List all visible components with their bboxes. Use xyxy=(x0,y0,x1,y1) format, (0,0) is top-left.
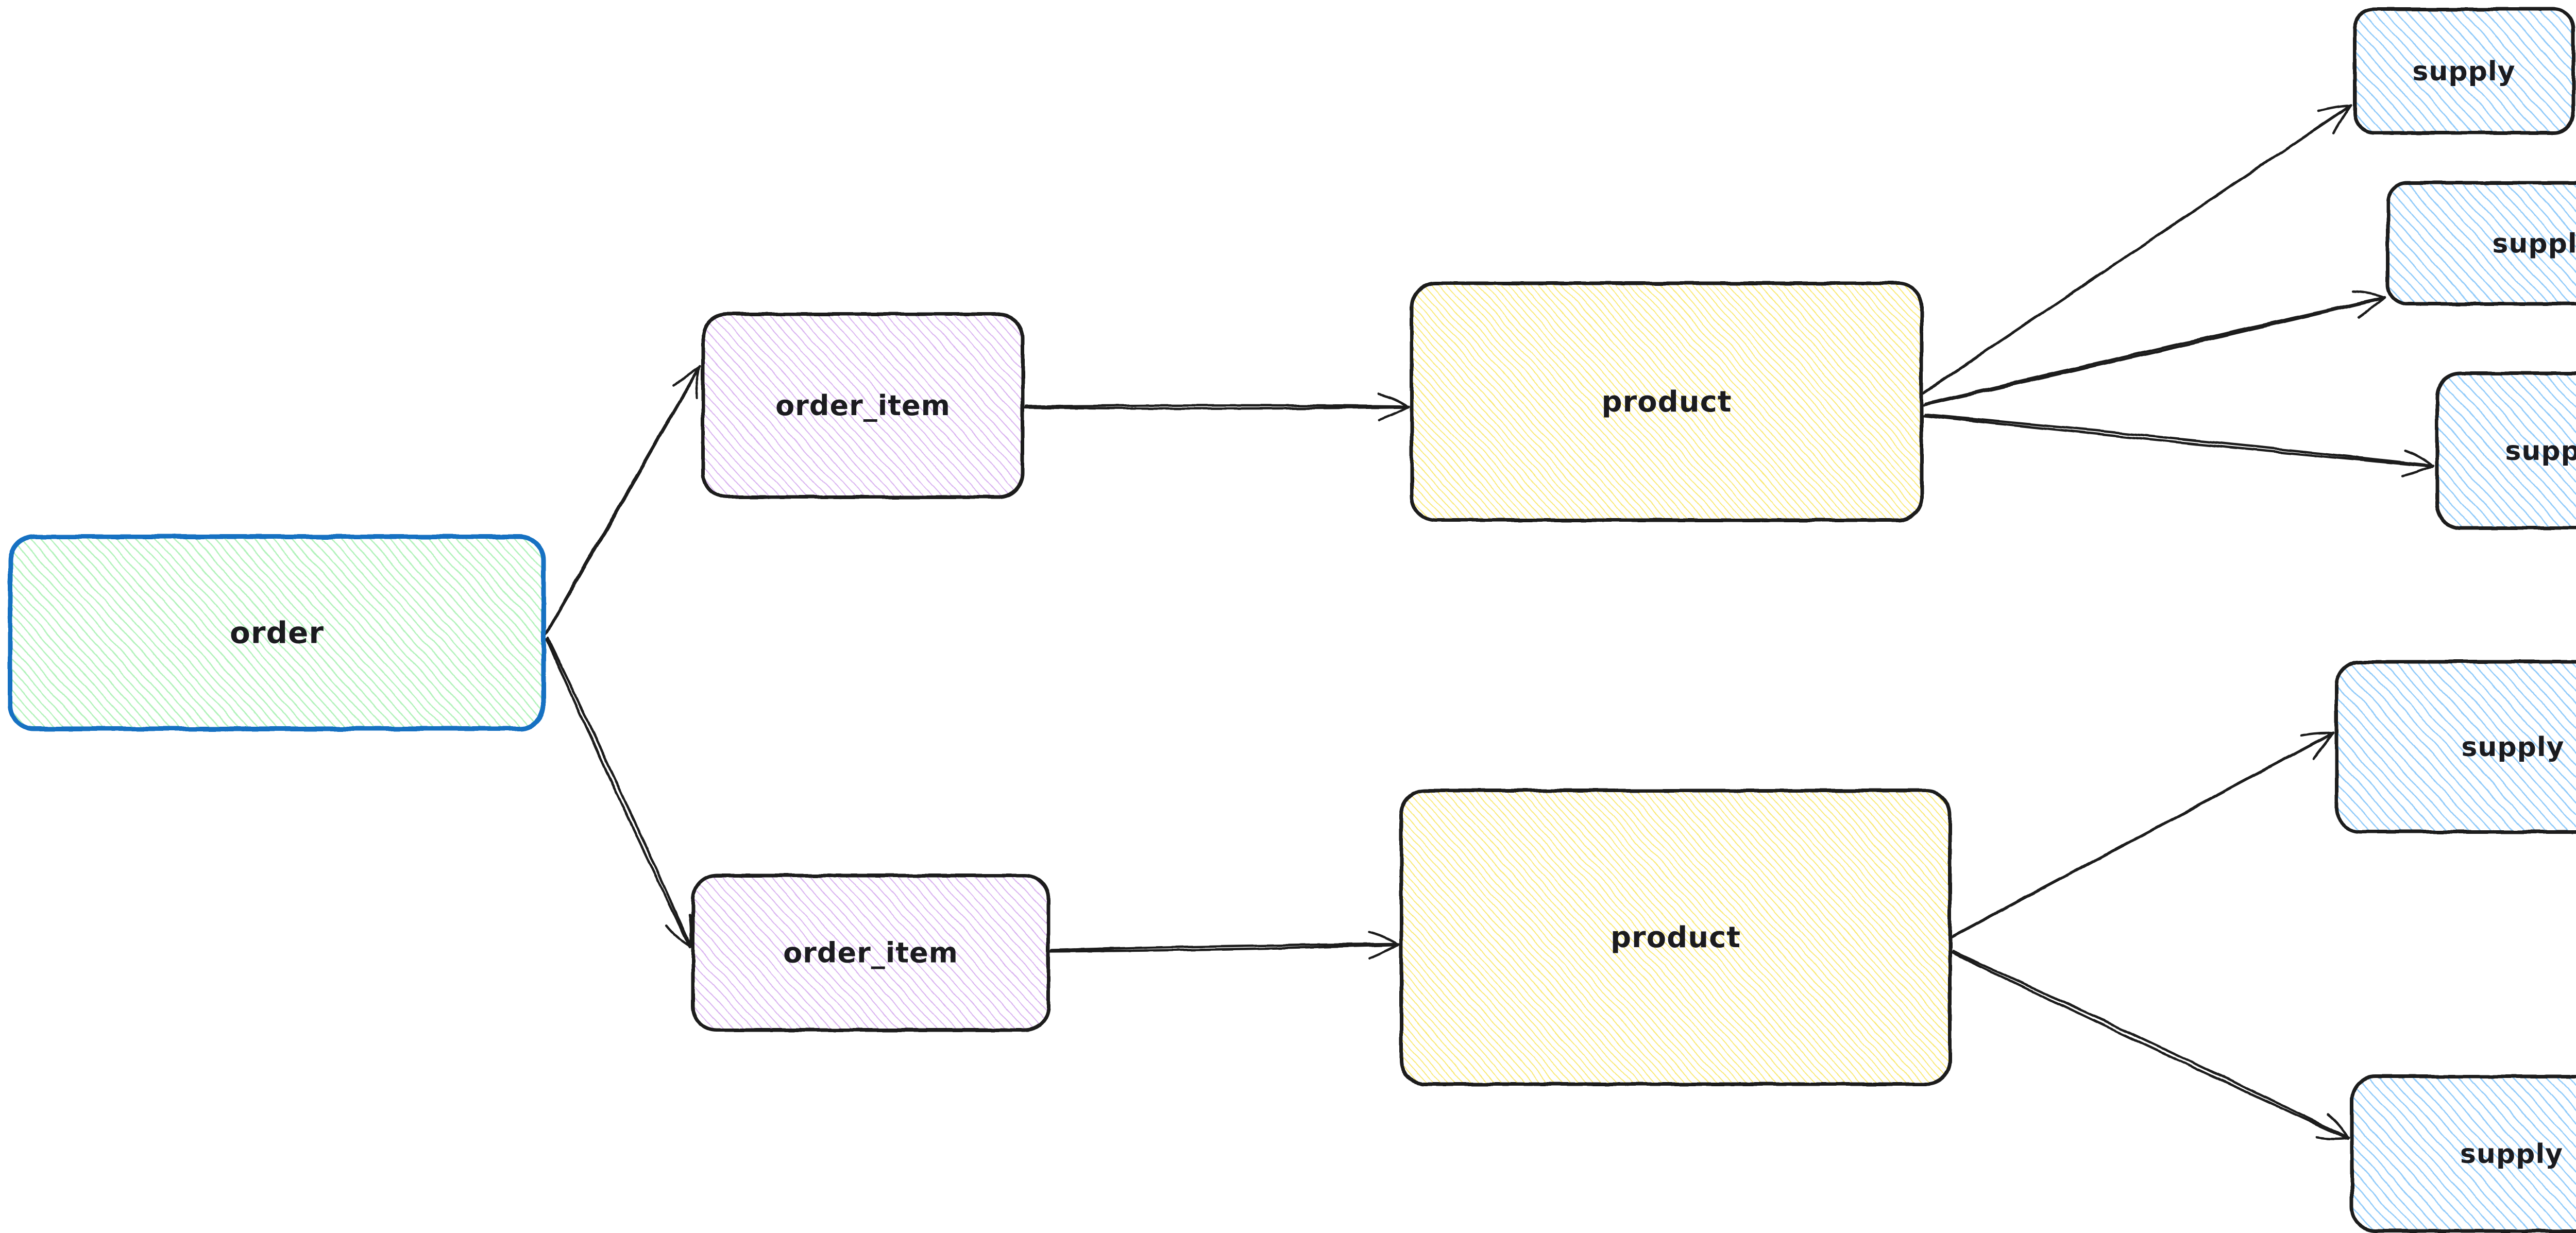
node-label: order_item xyxy=(783,937,958,969)
edge-order_item_1-to-product_1[interactable] xyxy=(1023,392,1410,421)
edge-order_item_2-to-product_2[interactable] xyxy=(1049,931,1400,960)
edge-product_1-to-supply_2[interactable] xyxy=(1923,290,2386,406)
node-label: supply xyxy=(2412,56,2515,87)
nodes-layer: orderorder_itemorder_itemproductproducts… xyxy=(8,7,2576,1233)
node-label: product xyxy=(1601,385,1732,419)
node-outline xyxy=(2334,660,2576,834)
edge-product_2-to-supply_4[interactable] xyxy=(1951,731,2335,938)
node-product_1[interactable]: product xyxy=(1410,281,1924,522)
node-fill xyxy=(703,314,1023,497)
node-outline xyxy=(1399,789,1952,1086)
node-supply_1[interactable]: supply xyxy=(2352,7,2575,135)
node-order[interactable]: order xyxy=(8,534,546,731)
edge-order-to-order_item_1[interactable] xyxy=(544,365,702,636)
node-supply_3[interactable]: supply xyxy=(2435,371,2576,530)
node-outline xyxy=(2435,371,2576,530)
node-label: supply xyxy=(2461,732,2564,763)
node-label: order xyxy=(230,615,324,650)
node-outline xyxy=(701,312,1025,499)
edge-product_1-to-supply_1[interactable] xyxy=(1922,104,2352,395)
node-product_2[interactable]: product xyxy=(1399,789,1952,1086)
node-fill xyxy=(1412,283,1922,520)
node-supply_2[interactable]: supply xyxy=(2386,181,2576,306)
node-outline xyxy=(2350,1074,2576,1233)
node-fill xyxy=(2352,1076,2576,1231)
node-label: order_item xyxy=(775,389,951,422)
node-fill xyxy=(2437,373,2576,528)
node-fill xyxy=(10,537,544,729)
node-label: supply xyxy=(2492,229,2576,260)
node-fill xyxy=(2336,662,2576,832)
edge-product_1-to-supply_3[interactable] xyxy=(1923,413,2435,477)
node-label: supply xyxy=(2460,1139,2563,1170)
edge-order-to-order_item_2[interactable] xyxy=(545,637,692,949)
node-outline xyxy=(2352,7,2575,135)
edge-product_2-to-supply_5[interactable] xyxy=(1951,950,2350,1140)
node-label: product xyxy=(1611,921,1741,954)
node-fill xyxy=(1401,791,1950,1084)
node-supply_4[interactable]: supply xyxy=(2334,660,2576,834)
node-outline xyxy=(8,535,546,731)
node-outline xyxy=(691,874,1050,1032)
node-order_item_1[interactable]: order_item xyxy=(701,312,1025,499)
node-label: supply xyxy=(2505,436,2576,467)
node-outline xyxy=(2386,181,2576,306)
node-fill xyxy=(693,876,1048,1030)
node-order_item_2[interactable]: order_item xyxy=(691,874,1050,1032)
edges-layer xyxy=(544,104,2435,1140)
node-outline xyxy=(1410,281,1924,522)
node-fill xyxy=(2388,183,2576,304)
node-supply_5[interactable]: supply xyxy=(2350,1074,2576,1233)
node-fill xyxy=(2354,9,2573,133)
